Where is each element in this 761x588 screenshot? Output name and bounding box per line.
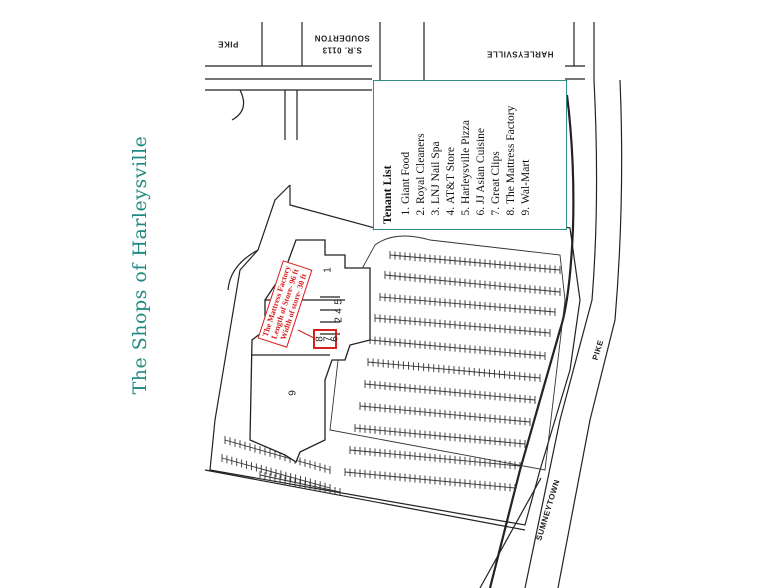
store-number: 2: [333, 317, 345, 323]
store-number: 6: [329, 336, 341, 342]
parking-row: [224, 439, 331, 471]
label-leader-line: [297, 329, 315, 339]
tenant-item: Harleysville Pizza: [459, 86, 474, 204]
store-number: 9: [287, 390, 299, 396]
parking-row: [379, 296, 556, 313]
parking-row: [384, 274, 561, 293]
tenant-item: The Mattress Factory: [504, 86, 519, 204]
tenant-list-heading: Tenant List: [380, 165, 394, 224]
parking-row: [369, 339, 546, 357]
tenant-item: Wal-Mart: [519, 86, 534, 204]
tenant-item: LNJ Nail Spa: [429, 86, 444, 204]
tenant-item: JJ Asian Cuisine: [474, 86, 489, 204]
mattress-factory-unit: [313, 329, 337, 349]
parking-row: [374, 317, 551, 334]
top-roads: [205, 22, 595, 140]
tenant-item: AT&T Store: [444, 86, 459, 204]
tenant-list: Tenant List Giant Food Royal Cleaners LN…: [380, 86, 560, 224]
tenant-item: Royal Cleaners: [414, 86, 429, 204]
store-number: 5: [333, 299, 345, 305]
parking-lot-outline: [329, 235, 566, 471]
parking-rows: [221, 235, 566, 496]
store-number: 1: [322, 267, 334, 273]
store-number: 4: [333, 308, 345, 314]
tenant-item: Giant Food: [399, 86, 414, 204]
tenant-list-box: Tenant List Giant Food Royal Cleaners LN…: [373, 80, 567, 230]
tenant-item: Great Clips: [489, 86, 504, 204]
